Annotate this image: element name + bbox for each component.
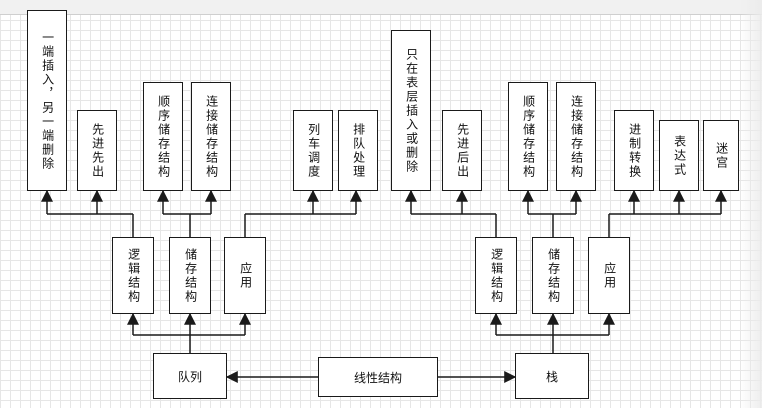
node-linear-structure[interactable]: 线性结构 xyxy=(318,357,438,397)
node-queue-train-scheduling[interactable]: 列车调度 xyxy=(293,110,333,191)
node-stack-seq-storage[interactable]: 顺序储存结构 xyxy=(508,82,548,191)
node-label: 先进先出 xyxy=(90,122,105,179)
node-queue-storage[interactable]: 储存结构 xyxy=(169,237,211,314)
node-queue-fifo[interactable]: 先进先出 xyxy=(77,110,117,191)
node-queue-logic-rule[interactable]: 一端插入，另一端删除 xyxy=(27,10,67,191)
node-label: 连接储存结构 xyxy=(569,94,584,179)
node-label: 排队处理 xyxy=(351,122,366,179)
node-label: 顺序储存结构 xyxy=(156,94,171,179)
node-label: 栈 xyxy=(545,369,558,384)
node-label: 逻辑结构 xyxy=(126,247,141,304)
node-label: 进制转换 xyxy=(627,122,642,179)
node-label: 列车调度 xyxy=(306,122,321,179)
node-label: 队列 xyxy=(177,369,202,384)
node-stack[interactable]: 栈 xyxy=(515,353,589,399)
node-stack-lifo[interactable]: 先进后出 xyxy=(442,110,482,191)
node-label: 先进后出 xyxy=(455,122,470,179)
node-label: 应用 xyxy=(238,261,253,290)
node-label: 连接储存结构 xyxy=(204,94,219,179)
node-stack-maze[interactable]: 迷宫 xyxy=(703,120,739,191)
node-stack-logic[interactable]: 逻辑结构 xyxy=(475,237,517,314)
node-queue[interactable]: 队列 xyxy=(153,353,227,399)
node-stack-base-conversion[interactable]: 进制转换 xyxy=(614,110,654,191)
node-label: 逻辑结构 xyxy=(489,247,504,304)
node-label: 迷宫 xyxy=(714,141,729,170)
toolbar-strip xyxy=(0,0,762,15)
node-stack-expression[interactable]: 表达式 xyxy=(659,120,699,191)
node-queue-line-processing[interactable]: 排队处理 xyxy=(338,110,378,191)
node-stack-link-storage[interactable]: 连接储存结构 xyxy=(556,82,596,191)
node-label: 一端插入，另一端删除 xyxy=(40,30,55,171)
node-queue-seq-storage[interactable]: 顺序储存结构 xyxy=(143,82,183,191)
node-label: 表达式 xyxy=(672,134,687,177)
node-label: 只在表层插入或删除 xyxy=(404,47,419,174)
node-label: 应用 xyxy=(602,261,617,290)
node-stack-logic-rule[interactable]: 只在表层插入或删除 xyxy=(391,30,431,191)
node-stack-app[interactable]: 应用 xyxy=(588,237,630,314)
scroll-edge xyxy=(740,0,762,408)
node-label: 顺序储存结构 xyxy=(521,94,536,179)
node-queue-app[interactable]: 应用 xyxy=(224,237,266,314)
node-label: 储存结构 xyxy=(546,247,561,304)
node-queue-logic[interactable]: 逻辑结构 xyxy=(112,237,154,314)
node-label: 储存结构 xyxy=(183,247,198,304)
node-label: 线性结构 xyxy=(353,370,402,385)
node-stack-storage[interactable]: 储存结构 xyxy=(532,237,574,314)
node-queue-link-storage[interactable]: 连接储存结构 xyxy=(191,82,231,191)
